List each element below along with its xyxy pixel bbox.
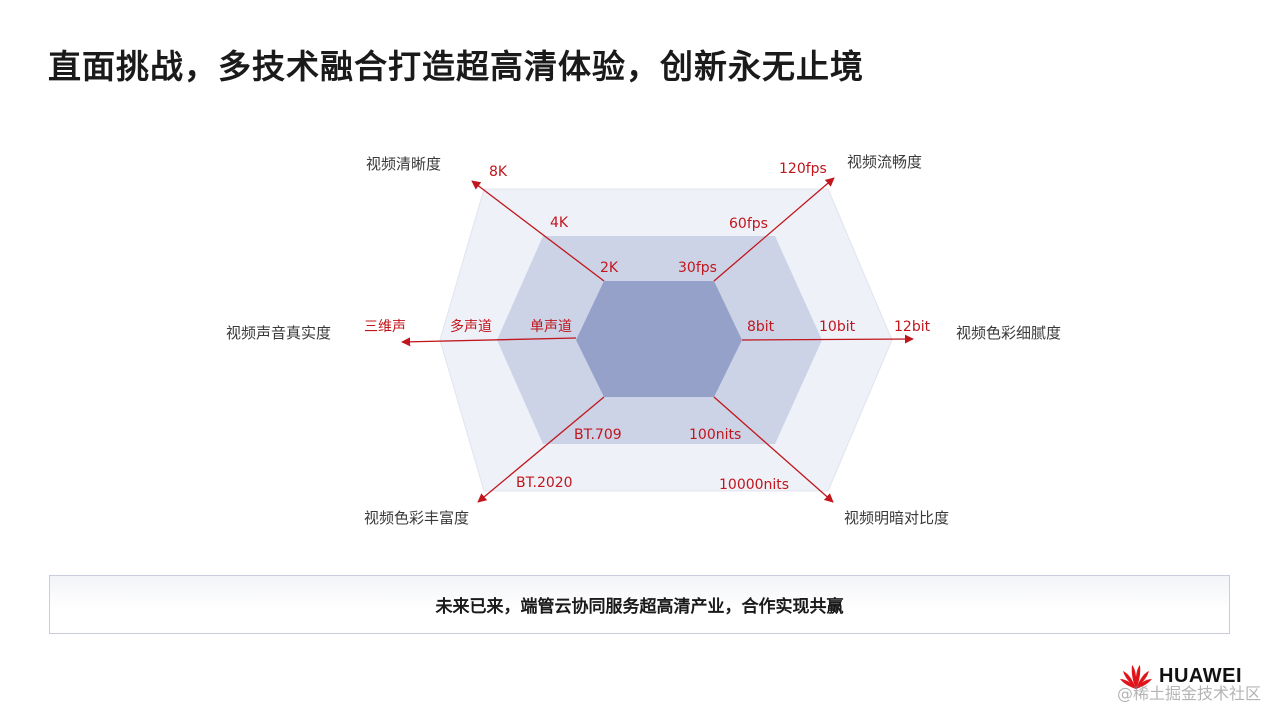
- level-label-multichannel: 多声道: [450, 318, 492, 335]
- axis-name-resolution: 视频清晰度: [366, 155, 441, 173]
- huawei-logo: HUAWEI: [1119, 662, 1242, 690]
- contrast-arrow: [713, 396, 834, 503]
- level-label-8bit: 8bit: [747, 319, 775, 335]
- level-label-2k: 2K: [600, 260, 619, 276]
- level-label-12bit: 12bit: [894, 319, 931, 335]
- level-label-30fps: 30fps: [678, 260, 717, 276]
- level-label-mono: 单声道: [530, 319, 572, 335]
- logo-wordmark: HUAWEI: [1159, 664, 1242, 687]
- level-label-bt709: BT.709: [574, 427, 622, 443]
- axis-name-color-depth: 视频色彩细腻度: [956, 324, 1061, 342]
- level-label-100nits: 100nits: [689, 427, 741, 443]
- axis-name-contrast: 视频明暗对比度: [844, 509, 949, 527]
- inner-hexagon: [576, 281, 742, 397]
- level-label-10bit: 10bit: [819, 319, 856, 335]
- axis-name-fluency: 视频流畅度: [847, 153, 922, 171]
- fluency-arrow: [713, 177, 835, 282]
- hexagon-diagram: 视频清晰度 视频流畅度 视频色彩细腻度 视频明暗对比度 视频色彩丰富度 视频声音…: [226, 153, 1061, 527]
- level-label-8k: 8K: [489, 164, 508, 180]
- level-label-4k: 4K: [550, 215, 569, 231]
- level-label-60fps: 60fps: [729, 216, 768, 232]
- watermark: @稀土掘金技术社区: [1116, 684, 1261, 703]
- banner-text: 未来已来，端管云协同服务超高清产业，合作实现共赢: [435, 597, 844, 617]
- page-title: 直面挑战，多技术融合打造超高清体验，创新永无止境: [48, 47, 864, 86]
- summary-banner: 未来已来，端管云协同服务超高清产业，合作实现共赢: [49, 575, 1230, 634]
- color-gamut-arrow: [477, 396, 605, 503]
- level-label-120fps: 120fps: [779, 161, 827, 177]
- color-depth-arrow: [741, 334, 914, 344]
- level-label-10000nits: 10000nits: [719, 477, 789, 493]
- resolution-arrow: [471, 180, 605, 282]
- huawei-petal-icon: [1120, 665, 1152, 689]
- level-label-bt2020: BT.2020: [516, 475, 573, 491]
- audio-arrow: [401, 337, 577, 347]
- axis-name-audio: 视频声音真实度: [226, 324, 331, 342]
- axis-name-color-gamut: 视频色彩丰富度: [364, 509, 469, 527]
- level-label-3d-audio: 三维声: [364, 319, 406, 335]
